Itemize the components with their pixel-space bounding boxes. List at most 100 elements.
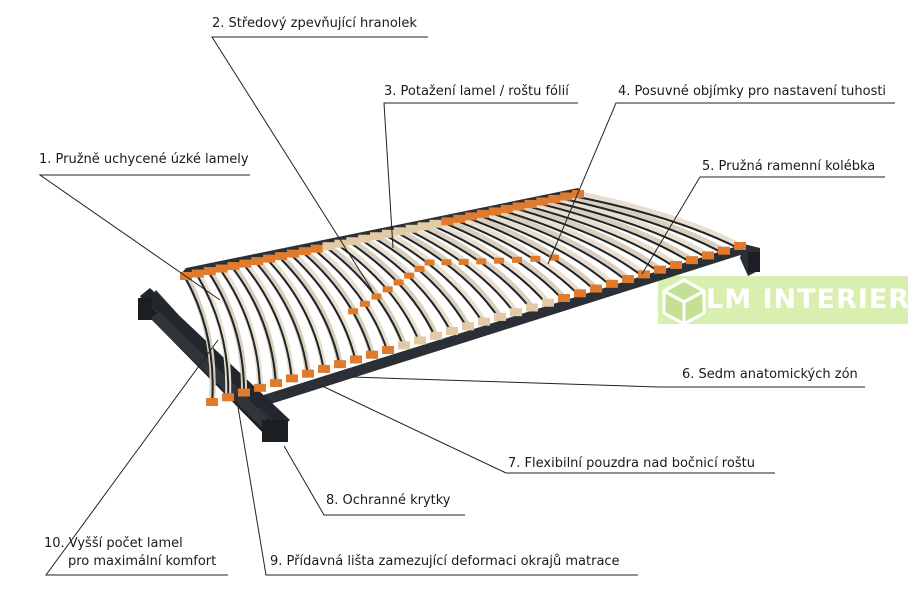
slat-shadow (518, 208, 661, 274)
slat-holder-back (465, 212, 478, 221)
label-9: 9. Přídavná lišta zamezující deformaci o… (270, 554, 620, 569)
slat-holder-front (318, 364, 330, 373)
slat (326, 243, 407, 347)
callout-line-3 (383, 102, 578, 249)
slat-shadow (208, 273, 246, 396)
label-3: 3. Potažení lamel / roštu fólií (384, 84, 569, 99)
slat-holder-front (254, 383, 266, 392)
slat-holder-back (476, 209, 489, 218)
slat-shadow (232, 268, 277, 387)
slat-holder-front (590, 284, 602, 293)
label-7: 7. Flexibilní pouzdra nad bočnicí roštu (508, 456, 755, 471)
slat-shadow (244, 265, 293, 382)
slat-shadow (316, 250, 389, 354)
slat-shadow (375, 238, 469, 330)
end-cap (748, 252, 760, 272)
slat-holder-front (206, 398, 218, 406)
slat-holder-back (536, 197, 549, 206)
slat (493, 208, 630, 282)
sliding-sleeve (371, 293, 382, 300)
slat-holder-front (734, 242, 746, 250)
slat-shadow (470, 218, 597, 293)
slat-holder-back (560, 192, 573, 201)
callout-line-5 (641, 176, 885, 275)
slat-holder-back (310, 244, 323, 253)
label-1: 1. Pružně uchycené úzké lamely (39, 152, 249, 167)
slat-shadow (482, 215, 613, 288)
slat-shadow (506, 210, 645, 279)
slat-holder-front (270, 379, 282, 388)
slat-holder-back (227, 262, 240, 271)
slat-holder-back (275, 252, 288, 261)
slat (470, 213, 599, 291)
sliding-sleeve (404, 272, 415, 279)
cube-logo-icon (662, 278, 706, 326)
slat-holder-front (446, 327, 458, 336)
sliding-sleeve (549, 254, 560, 261)
slat (350, 238, 439, 338)
label-5: 5. Pružná ramenní kolébka (702, 159, 876, 174)
slat (517, 203, 662, 273)
slat-shadow (363, 240, 453, 335)
slat-shadow (542, 203, 693, 265)
sliding-sleeve (530, 255, 541, 262)
slat-holder-front (510, 308, 522, 317)
label-4: 4. Posuvné objímky pro nastavení tuhosti (618, 84, 887, 99)
sliding-sleeve (424, 259, 435, 266)
slat (529, 201, 678, 268)
slat (553, 196, 710, 259)
sliding-sleeve (359, 300, 370, 307)
slat-holder-front (558, 294, 570, 302)
logo-wordmark: LM INTERIER (706, 284, 911, 315)
slat-holder-back (488, 207, 501, 216)
slat-shadow (220, 270, 261, 391)
slat (458, 216, 583, 296)
slat-shadow (565, 198, 725, 255)
slat (410, 226, 519, 314)
slat (481, 211, 614, 287)
callout-lines (38, 36, 895, 576)
slat-holder-back (298, 247, 311, 256)
slat-holder-front (686, 256, 698, 265)
slat-holder-back (548, 194, 561, 203)
slat-holder-back (346, 237, 359, 246)
slat-holder-front (606, 279, 618, 288)
slat-holder-front (702, 251, 714, 260)
slat-holder-back (203, 267, 216, 276)
slat (422, 223, 535, 310)
slat-holder-back (393, 227, 406, 236)
slat-holder-front (526, 303, 538, 312)
slat-holder-back (405, 224, 418, 233)
end-cap (262, 420, 288, 442)
sliding-sleeve (441, 259, 452, 266)
slat-holder-front (286, 374, 298, 383)
slat-holder-front (574, 289, 586, 298)
extra-rail (150, 312, 268, 428)
slat-shadow (185, 278, 214, 406)
slat-holder-back (500, 204, 513, 213)
slat-shadow (268, 260, 325, 373)
slat-shadow (530, 205, 677, 269)
slat-shadow (280, 258, 341, 368)
slat-holder-back (358, 234, 371, 243)
slat-holder-front (462, 322, 474, 331)
callout-line-9 (235, 394, 638, 576)
sliding-sleeve (458, 258, 469, 265)
head-crossbar (140, 288, 290, 428)
slat-holder-back (453, 214, 466, 223)
slat-holder-back (370, 232, 383, 241)
slat-holder-back (417, 222, 430, 231)
callout-line-10 (45, 339, 228, 576)
slat-holder-back (286, 249, 299, 258)
slat-holder-back (524, 199, 537, 208)
sliding-sleeve (493, 257, 504, 264)
callout-line-8 (283, 445, 465, 516)
slat (362, 236, 455, 333)
slat-shadow (577, 196, 741, 250)
sliding-sleeve (382, 286, 393, 293)
slat-holder-front (398, 341, 410, 350)
slat-holder-front (478, 317, 490, 326)
slat-holder-front (382, 346, 394, 354)
